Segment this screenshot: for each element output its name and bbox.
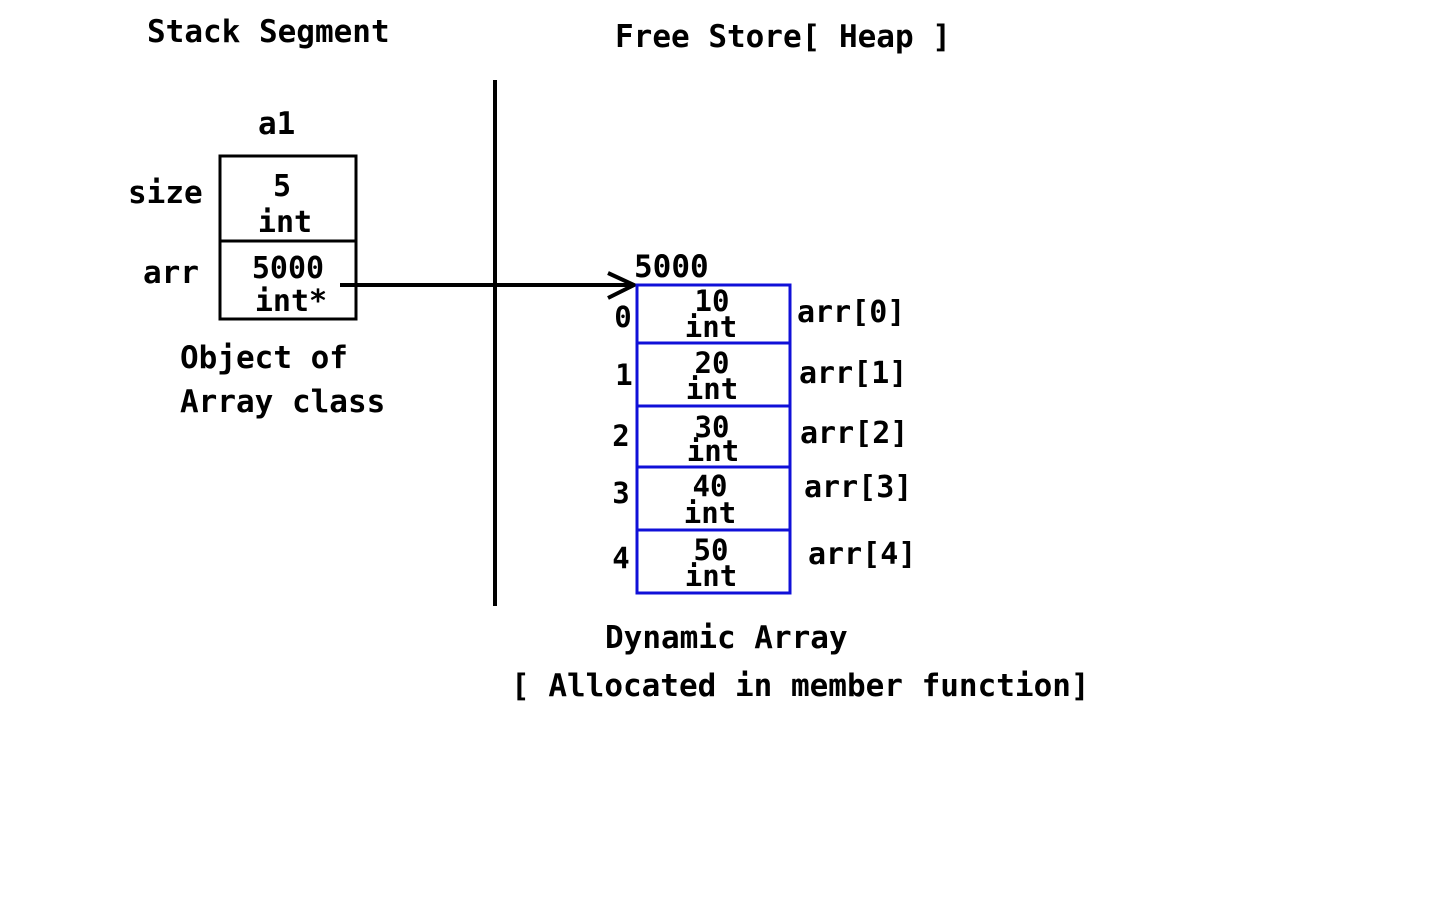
element-index: 1 (615, 358, 632, 392)
element-type: int (687, 434, 739, 468)
element-value: 20 (695, 346, 730, 380)
heap-caption-line2: [ Allocated in member function] (511, 668, 1090, 704)
field-value-size: 5 (273, 169, 291, 204)
element-name: arr[0] (797, 295, 905, 330)
field-type-size: int (258, 205, 312, 240)
heap-heading: Free Store[ Heap ] (615, 19, 951, 55)
element-name: arr[4] (808, 537, 916, 572)
element-index: 0 (614, 300, 631, 334)
element-name: arr[3] (804, 470, 912, 505)
field-value-arr: 5000 (252, 251, 324, 286)
object-box (218, 154, 358, 321)
element-type: int (686, 372, 738, 406)
element-value: 40 (693, 469, 728, 503)
element-value: 50 (694, 533, 729, 567)
element-name: arr[1] (799, 356, 907, 391)
element-index: 3 (612, 476, 629, 510)
heap-caption-line1: Dynamic Array (605, 620, 848, 656)
object-name: a1 (258, 106, 295, 142)
object-caption-line2: Array class (180, 384, 385, 420)
element-type: int (685, 310, 737, 344)
element-type: int (684, 496, 736, 530)
field-label-arr: arr (143, 255, 199, 291)
object-caption-line1: Object of (180, 340, 348, 376)
heap-array-box (635, 283, 792, 595)
element-index: 4 (612, 541, 629, 575)
element-name: arr[2] (800, 416, 908, 451)
element-value: 10 (695, 284, 730, 318)
field-label-size: size (128, 175, 203, 211)
element-value: 30 (695, 410, 730, 444)
pointer-arrow (340, 271, 639, 300)
element-type: int (685, 559, 737, 593)
field-type-arr: int* (255, 284, 327, 319)
element-index: 2 (612, 419, 629, 453)
heap-base-address: 5000 (634, 249, 709, 285)
stack-segment-heading: Stack Segment (147, 14, 390, 50)
